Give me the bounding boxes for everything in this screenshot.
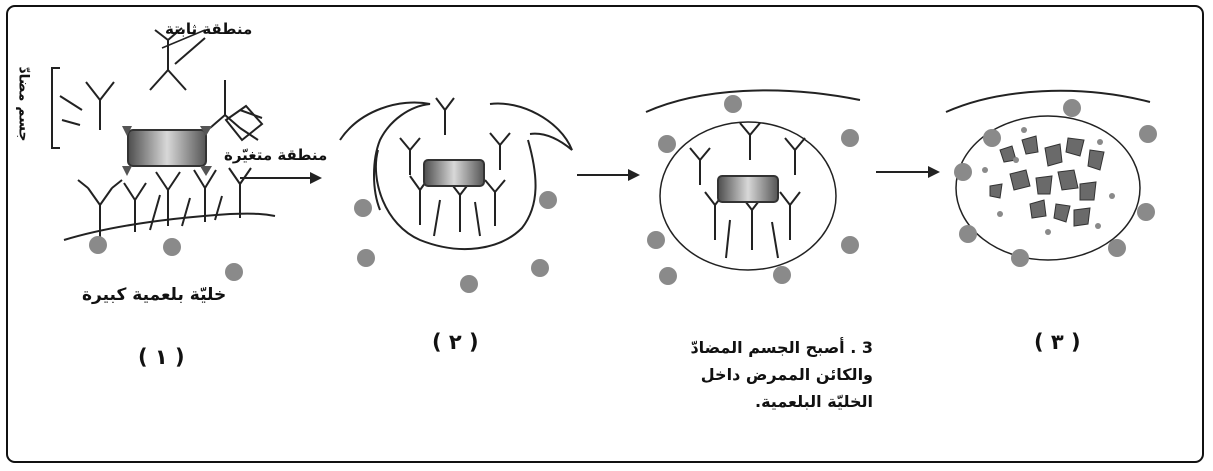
pathogen-fragments — [990, 136, 1104, 226]
panel-number-1: ( ١ ) — [138, 345, 185, 369]
phagosome-2 — [376, 140, 536, 249]
engulfing-membrane-left — [340, 103, 430, 211]
pathogen-1 — [128, 130, 206, 166]
panel-number-2: ( ٢ ) — [432, 330, 479, 354]
arrow-3 — [876, 166, 940, 178]
step-3-caption: 3 . أصبح الجسم المضادّ والكائن الممرض دا… — [668, 334, 873, 415]
antibody-bracket — [52, 68, 60, 148]
arrow-1 — [240, 172, 322, 184]
variable-region-label: منطقة متغيّرة — [224, 146, 327, 164]
macrophage-label: خليّة بلعمية كبيرة — [82, 285, 226, 305]
panel-number-3: ( ٣ ) — [1034, 330, 1081, 354]
dots-panel-1 — [89, 236, 243, 281]
macrophage-membrane — [64, 214, 275, 240]
dots-panel-4 — [954, 99, 1157, 267]
cell-surface-3 — [646, 90, 860, 112]
cell-surface-4 — [946, 91, 1150, 112]
caption-line-3: الخليّة البلعمية. — [668, 388, 873, 415]
pathogen-3 — [718, 176, 778, 202]
pathogen-2 — [424, 160, 484, 186]
caption-line-2: والكائن الممرض داخل — [668, 361, 873, 388]
caption-line-1: 3 . أصبح الجسم المضادّ — [668, 334, 873, 361]
constant-region-label: منطقة ثابتة — [165, 20, 252, 38]
arrow-2 — [577, 169, 640, 181]
antibody-label: جسم مضادّ — [16, 66, 32, 141]
